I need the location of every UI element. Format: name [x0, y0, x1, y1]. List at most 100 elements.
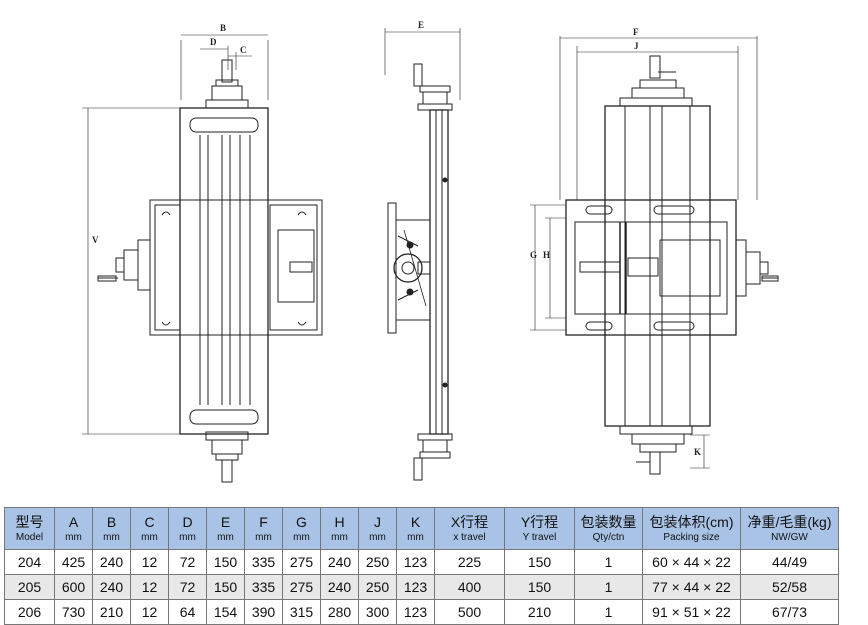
- table-cell: 240: [92, 549, 131, 575]
- table-cell: 315: [282, 599, 321, 625]
- table-cell: 123: [396, 599, 435, 625]
- dim-label-f: F: [633, 27, 639, 37]
- table-cell: 91 × 51 × 22: [642, 599, 741, 625]
- column-header-sub: x travel: [453, 531, 486, 543]
- table-cell: 730: [54, 599, 93, 625]
- table-cell: 67/73: [740, 599, 839, 625]
- column-header-main: X行程: [450, 513, 489, 530]
- column-header-sub: Y travel: [522, 531, 557, 543]
- table-cell: 150: [504, 574, 575, 600]
- table-cell: 72: [168, 574, 207, 600]
- table-cell: 60 × 44 × 22: [642, 549, 741, 575]
- table-cell: 123: [396, 574, 435, 600]
- table-cell: 123: [396, 549, 435, 575]
- table-cell: 1: [574, 574, 643, 600]
- column-header-main: Y行程: [520, 513, 559, 530]
- technical-drawing: B D C V: [82, 20, 779, 483]
- column-header-sub: mm: [179, 531, 196, 543]
- table-cell: 500: [434, 599, 505, 625]
- table-cell: 1: [574, 599, 643, 625]
- column-header-main: 型号: [15, 513, 44, 530]
- table-cell: 600: [54, 574, 93, 600]
- table-cell: 52/58: [740, 574, 839, 600]
- table-cell: 225: [434, 549, 505, 575]
- column-header-main: H: [334, 513, 345, 530]
- table-cell: 335: [244, 549, 283, 575]
- table-cell: 400: [434, 574, 505, 600]
- table-cell: 64: [168, 599, 207, 625]
- table-cell: 12: [130, 549, 169, 575]
- column-header-sub: Packing size: [663, 531, 720, 543]
- table-cell: 240: [92, 574, 131, 600]
- column-header: 净重/毛重(kg)NW/GW: [740, 507, 839, 550]
- column-header-sub: Model: [15, 531, 44, 543]
- table-cell: 44/49: [740, 549, 839, 575]
- column-header-sub: mm: [255, 531, 272, 543]
- table-cell: 335: [244, 574, 283, 600]
- table-cell: 205: [4, 574, 55, 600]
- column-header-sub: mm: [331, 531, 348, 543]
- dim-label-g: G: [530, 250, 537, 260]
- table-cell: 154: [206, 599, 245, 625]
- table-cell: 275: [282, 549, 321, 575]
- column-header-sub: mm: [217, 531, 234, 543]
- table-cell: 250: [358, 549, 397, 575]
- table-cell: 210: [92, 599, 131, 625]
- column-header-main: E: [220, 513, 231, 530]
- table-cell: 150: [206, 574, 245, 600]
- dim-label-k: K: [694, 447, 701, 457]
- dim-label-h: H: [543, 250, 550, 260]
- table-cell: 250: [358, 574, 397, 600]
- table-cell: 12: [130, 574, 169, 600]
- table-cell: 206: [4, 599, 55, 625]
- dim-label-d: D: [210, 37, 217, 47]
- side-view: E: [384, 20, 461, 481]
- column-header-main: D: [182, 513, 193, 530]
- column-header-main: 包装数量: [580, 513, 637, 530]
- table-cell: 240: [320, 574, 359, 600]
- column-header-sub: mm: [369, 531, 386, 543]
- column-header-main: J: [374, 513, 381, 530]
- table-cell: 1: [574, 549, 643, 575]
- dim-label-c: C: [240, 45, 247, 55]
- column-header-sub: mm: [293, 531, 310, 543]
- column-header-sub: NW/GW: [771, 531, 808, 543]
- front-view: B D C V: [82, 23, 323, 483]
- column-header-sub: mm: [103, 531, 120, 543]
- table-cell: 150: [504, 549, 575, 575]
- table-cell: 12: [130, 599, 169, 625]
- column-header-main: G: [296, 513, 307, 530]
- table-cell: 300: [358, 599, 397, 625]
- dim-label-b: B: [220, 23, 226, 33]
- table-cell: 425: [54, 549, 93, 575]
- table-cell: 72: [168, 549, 207, 575]
- table-cell: 210: [504, 599, 575, 625]
- column-header-main: C: [144, 513, 155, 530]
- column-header-sub: mm: [141, 531, 158, 543]
- table-cell: 204: [4, 549, 55, 575]
- dim-label-j: J: [634, 41, 639, 51]
- column-header: 包装体积(cm)Packing size: [642, 507, 741, 550]
- table-cell: 77 × 44 × 22: [642, 574, 741, 600]
- dim-label-e: E: [418, 20, 424, 30]
- column-header-sub: Qty/ctn: [592, 531, 625, 543]
- table-cell: 240: [320, 549, 359, 575]
- dim-label-v: V: [92, 235, 99, 245]
